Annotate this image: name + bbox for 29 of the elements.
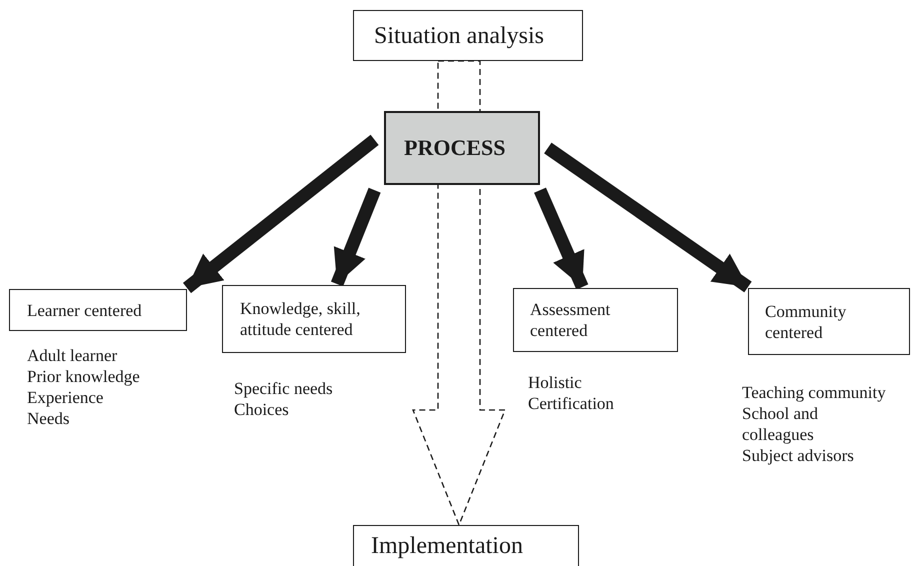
process-box [384, 111, 540, 185]
label-box [748, 288, 910, 355]
list-item: Needs [27, 408, 70, 429]
box-label: Knowledge, skill, attitude centered [240, 298, 362, 340]
list-item: Experience [27, 387, 104, 408]
list-item: Certification [528, 393, 615, 414]
arrow [544, 142, 752, 292]
arrow [330, 188, 381, 286]
label-box [513, 288, 678, 352]
list-item: Choices [234, 399, 290, 420]
list-item: Specific needs [234, 378, 334, 399]
list-item: Prior knowledge [27, 366, 141, 387]
list-item: Adult learner [27, 345, 118, 366]
arrow [182, 134, 379, 294]
box-label: Implementation [371, 532, 523, 560]
list-item: Teaching community [742, 382, 887, 403]
box-label: Community centered [765, 300, 848, 342]
box-label: Situation analysis [374, 22, 544, 50]
box-label: PROCESS [404, 135, 506, 161]
list-item: Holistic [528, 372, 583, 393]
label-box [9, 289, 187, 331]
list-item: School and colleagues [742, 403, 820, 445]
label-box [222, 285, 406, 353]
arrow [534, 188, 588, 290]
box-label: Learner centered [27, 300, 142, 320]
box-label: Assessment centered [530, 299, 612, 341]
label-box [353, 525, 579, 566]
label-box [353, 10, 583, 61]
list-item: Subject advisors [742, 445, 855, 466]
